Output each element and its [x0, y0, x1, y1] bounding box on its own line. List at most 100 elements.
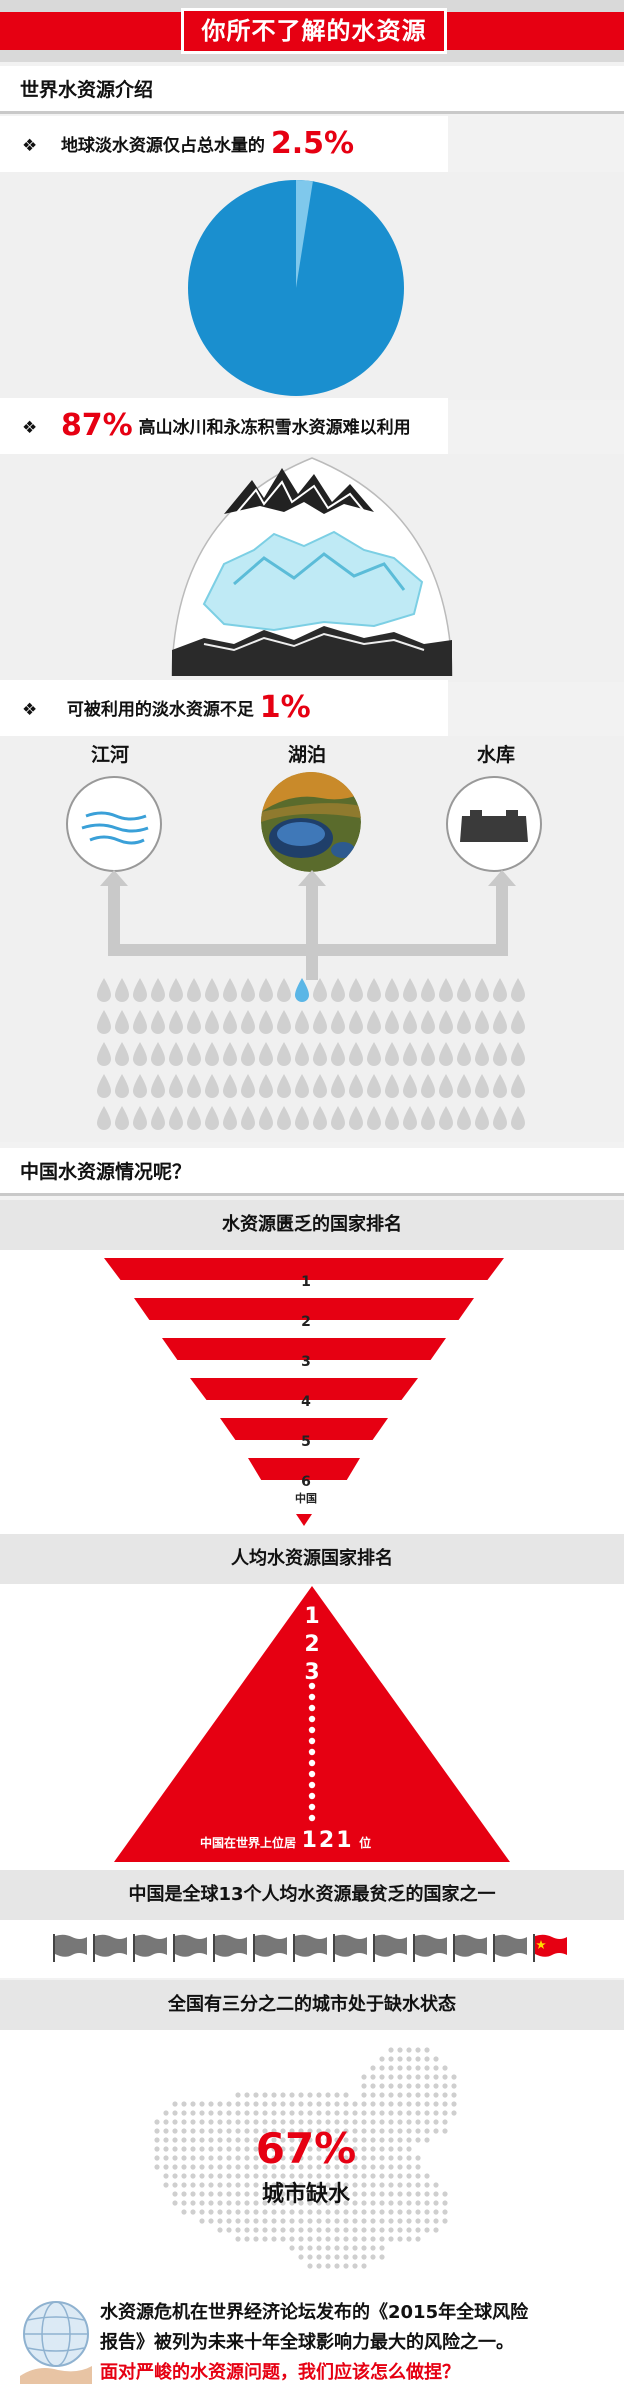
map-dot — [379, 2164, 385, 2170]
drop-icon — [385, 978, 399, 1002]
drop-icon — [115, 978, 129, 1002]
map-dot — [415, 2101, 421, 2107]
drop-icon — [97, 1106, 111, 1130]
map-dot — [280, 2110, 286, 2116]
map-dot — [172, 2182, 178, 2188]
map-dot — [397, 2092, 403, 2098]
map-dot — [262, 2155, 268, 2161]
map-dot — [262, 2182, 268, 2188]
map-dot — [343, 2245, 349, 2251]
map-dot — [397, 2227, 403, 2233]
map-dot — [262, 2227, 268, 2233]
drop-icon — [169, 1106, 183, 1130]
map-dot — [316, 2164, 322, 2170]
drop-icon — [313, 978, 327, 1002]
map-dot — [217, 2191, 223, 2197]
map-dot — [298, 2110, 304, 2116]
map-dot — [235, 2227, 241, 2233]
map-dot — [397, 2110, 403, 2116]
map-dot — [370, 2119, 376, 2125]
footer-line-2: 报告》被列为未来十年全球影响力最大的风险之一。 — [100, 2332, 514, 2353]
map-dot — [415, 2110, 421, 2116]
map-dot — [244, 2110, 250, 2116]
map-dot — [379, 2173, 385, 2179]
map-dot — [325, 2146, 331, 2152]
lake-photo — [261, 772, 361, 872]
map-dot — [352, 2182, 358, 2188]
map-dot — [343, 2146, 349, 2152]
map-dot — [415, 2218, 421, 2224]
map-dot — [316, 2209, 322, 2215]
map-dot — [298, 2101, 304, 2107]
map-dot — [289, 2137, 295, 2143]
map-dot — [244, 2155, 250, 2161]
map-dot — [289, 2200, 295, 2206]
pie-freshwater-slice — [296, 180, 313, 288]
map-dot — [289, 2236, 295, 2242]
map-dot — [442, 2218, 448, 2224]
map-dot — [280, 2182, 286, 2188]
map-dot — [271, 2092, 277, 2098]
map-dot — [406, 2191, 412, 2197]
map-dot — [181, 2182, 187, 2188]
map-dot — [262, 2236, 268, 2242]
drop-icon — [151, 1042, 165, 1066]
drop-icon — [223, 1042, 237, 1066]
map-dot — [352, 2254, 358, 2260]
map-dot — [190, 2191, 196, 2197]
drop-icon — [385, 1042, 399, 1066]
map-dot — [154, 2137, 160, 2143]
map-dot — [271, 2146, 277, 2152]
map-dot — [208, 2155, 214, 2161]
map-dot — [253, 2155, 259, 2161]
map-dot — [379, 2137, 385, 2143]
map-dot — [217, 2182, 223, 2188]
map-dot — [253, 2137, 259, 2143]
map-dot — [181, 2191, 187, 2197]
map-dot — [163, 2155, 169, 2161]
map-dot — [307, 2164, 313, 2170]
drop-icon — [349, 1010, 363, 1034]
map-dot — [343, 2200, 349, 2206]
drop-icon — [241, 1106, 255, 1130]
per-capita-rank-1: 1 — [304, 1604, 320, 1629]
map-dot — [334, 2119, 340, 2125]
country-flag-icon — [93, 1934, 127, 1962]
map-dot — [370, 2218, 376, 2224]
map-dot — [415, 2128, 421, 2134]
map-dot — [406, 2227, 412, 2233]
drop-icon — [151, 1106, 165, 1130]
drop-icon — [493, 1042, 507, 1066]
map-dot — [307, 2128, 313, 2134]
map-dot — [379, 2182, 385, 2188]
map-dot — [244, 2146, 250, 2152]
bullet-icon: ❖ — [22, 700, 38, 720]
map-dot — [208, 2173, 214, 2179]
map-dot — [388, 2182, 394, 2188]
drop-icon — [277, 978, 291, 1002]
map-dot — [424, 2074, 430, 2080]
map-dot — [451, 2092, 457, 2098]
map-dot — [316, 2101, 322, 2107]
cities-label: 城市缺水 — [261, 2182, 350, 2207]
map-dot — [397, 2101, 403, 2107]
map-dot — [280, 2137, 286, 2143]
map-dot — [307, 2173, 313, 2179]
map-dot — [370, 2101, 376, 2107]
map-dot — [298, 2092, 304, 2098]
map-dot — [379, 2092, 385, 2098]
map-dot — [397, 2137, 403, 2143]
map-dot — [217, 2146, 223, 2152]
drop-icon — [439, 1074, 453, 1098]
map-dot — [433, 2074, 439, 2080]
map-dot — [334, 2200, 340, 2206]
drop-icon — [439, 1106, 453, 1130]
map-dot — [226, 2200, 232, 2206]
map-dot — [406, 2101, 412, 2107]
map-dot — [154, 2155, 160, 2161]
river-circle — [66, 776, 162, 872]
map-dot — [415, 2047, 421, 2053]
map-dot — [325, 2218, 331, 2224]
drop-icon — [511, 1106, 525, 1130]
map-dot — [334, 2173, 340, 2179]
